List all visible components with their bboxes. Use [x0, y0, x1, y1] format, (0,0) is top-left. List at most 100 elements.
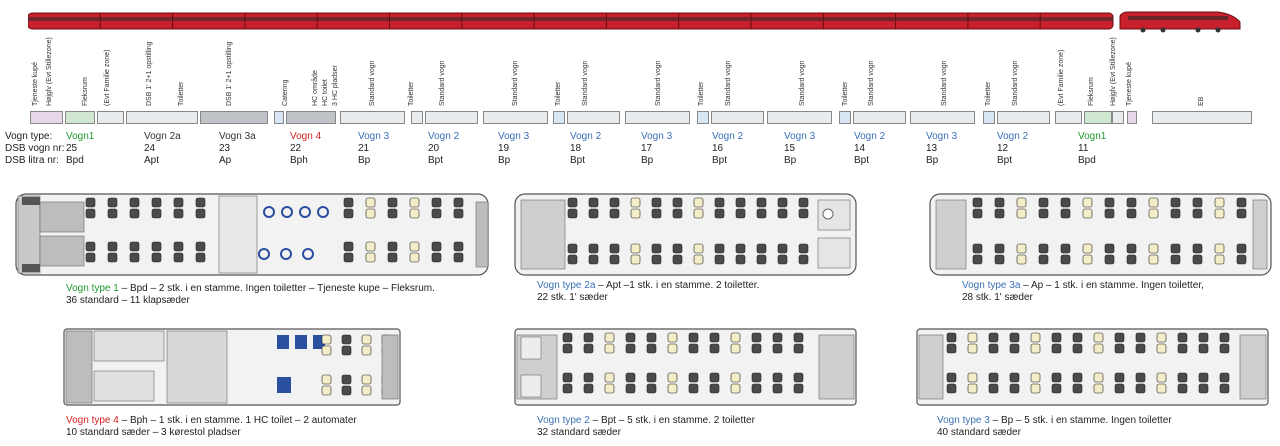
car-nr: 20	[428, 143, 440, 154]
first-class-seat	[604, 332, 615, 343]
standard-seat	[107, 252, 118, 263]
standard-seat	[994, 243, 1005, 254]
standard-seat	[1009, 383, 1020, 394]
standard-seat	[1114, 383, 1125, 394]
bicycle-icon	[263, 206, 275, 218]
car-type: Vogn 2	[997, 131, 1029, 142]
standard-seat	[646, 332, 657, 343]
zone-label: HC område	[312, 70, 319, 106]
zone-label: Standard vogn	[799, 60, 806, 106]
standard-seat	[714, 197, 725, 208]
car-nr: 15	[784, 143, 796, 154]
standard-seat	[1135, 372, 1146, 383]
standard-seat	[195, 197, 206, 208]
car-type: Vogn 2	[854, 131, 886, 142]
standard-seat	[151, 208, 162, 219]
vestibule	[520, 336, 542, 360]
car-block	[553, 111, 565, 124]
standard-seat	[651, 243, 662, 254]
standard-seat	[651, 254, 662, 265]
car-block	[30, 111, 63, 124]
first-class-seat	[365, 241, 376, 252]
plan-vogn-type-2a	[514, 193, 857, 276]
standard-seat	[129, 241, 140, 252]
first-class-seat	[1148, 197, 1159, 208]
standard-seat	[588, 243, 599, 254]
car-block	[910, 111, 975, 124]
car-type: Vogn 4	[290, 131, 322, 142]
standard-seat	[625, 383, 636, 394]
train-cars	[28, 12, 1114, 30]
plan-vogn-type-3	[916, 328, 1269, 406]
car-block	[483, 111, 548, 124]
standard-seat	[195, 241, 206, 252]
zone-label: Standard vogn	[369, 60, 376, 106]
standard-seat	[431, 241, 442, 252]
toilet-icon	[822, 208, 834, 220]
standard-seat	[714, 243, 725, 254]
car-block	[1152, 111, 1252, 124]
car-nr: 24	[144, 143, 156, 154]
car-litra: Apt	[144, 155, 160, 166]
car-type: Vogn1	[1078, 131, 1107, 142]
standard-seat	[387, 208, 398, 219]
standard-seat	[195, 208, 206, 219]
car-block	[286, 111, 336, 124]
bicycle-icon	[281, 206, 293, 218]
car-block	[1127, 111, 1137, 124]
standard-seat	[709, 383, 720, 394]
standard-seat	[1038, 243, 1049, 254]
standard-seat	[772, 372, 783, 383]
first-class-seat	[1093, 372, 1104, 383]
standard-seat	[688, 383, 699, 394]
first-class-seat	[693, 197, 704, 208]
zone-label: EB	[1198, 96, 1205, 106]
standard-seat	[85, 252, 96, 263]
standard-seat	[1114, 332, 1125, 343]
zone-label: Standard vogn	[512, 60, 519, 106]
first-class-seat	[967, 332, 978, 343]
standard-seat	[1009, 343, 1020, 354]
plan-vogn-type-3a	[929, 193, 1272, 276]
standard-seat	[431, 208, 442, 219]
standard-seat	[1038, 197, 1049, 208]
standard-seat	[1104, 197, 1115, 208]
plan-vogn-type-4	[63, 328, 401, 406]
zone-label: Toiletter	[985, 81, 992, 106]
car-litra: Bph	[290, 155, 308, 166]
vestibule	[381, 334, 399, 400]
standard-seat	[1038, 254, 1049, 265]
standard-seat	[672, 254, 683, 265]
standard-seat	[1072, 383, 1083, 394]
standard-seat	[672, 243, 683, 254]
row-label-nr: DSB vogn nr:	[5, 143, 65, 154]
standard-seat	[85, 197, 96, 208]
standard-seat	[1170, 197, 1181, 208]
first-class-seat	[1030, 343, 1041, 354]
car-nr: 13	[926, 143, 938, 154]
standard-seat	[751, 332, 762, 343]
standard-seat	[1219, 383, 1230, 394]
standard-seat	[772, 332, 783, 343]
zone-label: Toiletter	[698, 81, 705, 106]
car-type: Vogn 3	[641, 131, 673, 142]
vestibule	[93, 370, 155, 402]
standard-seat	[567, 243, 578, 254]
standard-seat	[1114, 343, 1125, 354]
caption-text: – Bpt – 5 stk. i en stamme. 2 toiletter	[589, 415, 755, 426]
caption-vogn-type-4: Vogn type 4 – Bph – 1 stk. i en stamme. …	[66, 415, 357, 439]
first-class-seat	[1148, 243, 1159, 254]
standard-seat	[946, 332, 957, 343]
standard-seat	[1236, 243, 1247, 254]
standard-seat	[1060, 254, 1071, 265]
car-body	[514, 193, 857, 276]
standard-seat	[562, 343, 573, 354]
standard-seat	[1009, 332, 1020, 343]
first-class-seat	[667, 372, 678, 383]
train-illustration	[28, 11, 1241, 33]
standard-seat	[1051, 383, 1062, 394]
standard-seat	[1051, 343, 1062, 354]
car-nr: 19	[498, 143, 510, 154]
first-class-seat	[967, 372, 978, 383]
standard-seat	[453, 252, 464, 263]
